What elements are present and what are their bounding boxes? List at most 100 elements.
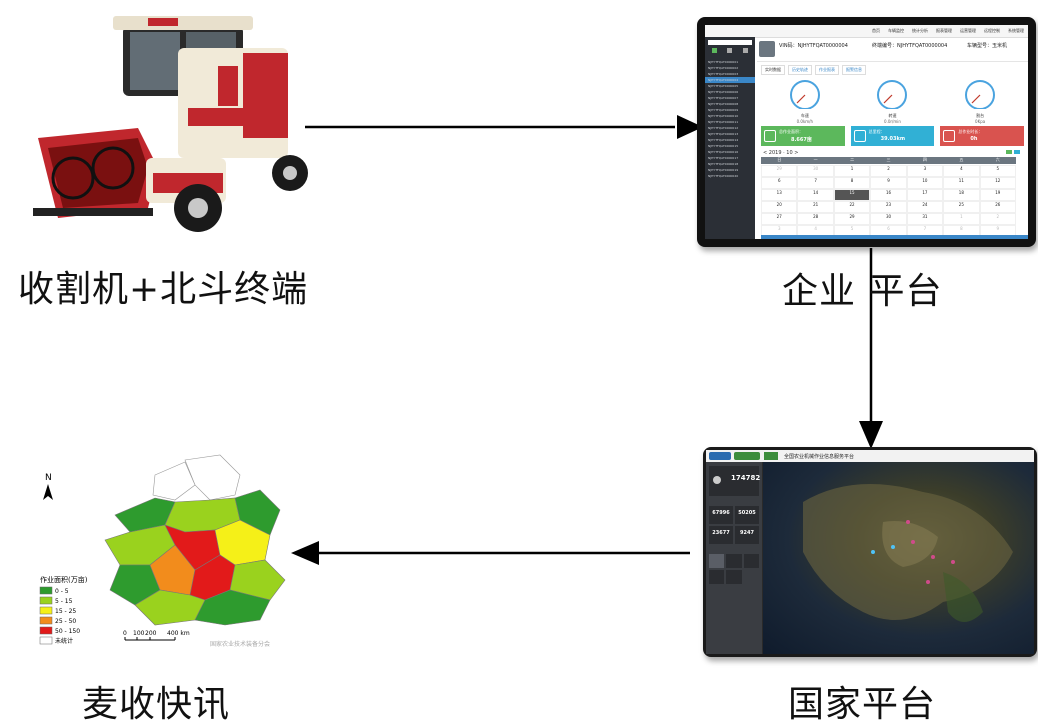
tab-2[interactable]: 作业报表: [815, 65, 839, 75]
sidebar-vehicle-item[interactable]: NJHYTFQAT0000012: [708, 126, 739, 130]
satellite-map[interactable]: [763, 462, 1034, 654]
weekday-1: 一: [813, 157, 818, 162]
calendar-day[interactable]: 28: [797, 213, 834, 225]
stat-value: 8.667亩: [791, 137, 812, 143]
calendar-day[interactable]: 9: [870, 177, 907, 189]
stat-card-0: 总作业面积：8.667亩: [761, 126, 845, 146]
enterprise-screen: 首页 车辆监控 统计分析 报表管理 运营管理 远程控制 系统管理 NJHYTFQAT0000…: [705, 25, 1028, 239]
vehicle-type-value: 玉米机: [992, 43, 1008, 49]
calendar-day[interactable]: 1: [943, 213, 980, 225]
sidebar-vehicle-item[interactable]: NJHYTFQAT0000002: [708, 66, 739, 70]
nav-item-3[interactable]: 报表管理: [936, 28, 952, 33]
calendar-day[interactable]: 31: [906, 213, 944, 225]
calendar-day[interactable]: 6: [761, 177, 798, 189]
nav-item-2[interactable]: 统计分析: [912, 28, 928, 33]
tool-button-3[interactable]: [743, 554, 759, 568]
stat-value: 0h: [970, 136, 978, 142]
sidebar-vehicle-item[interactable]: NJHYTFQAT0000003: [708, 72, 739, 76]
calendar-day[interactable]: 8: [833, 177, 871, 189]
gauge-dial-icon: [877, 80, 908, 110]
tab-3[interactable]: 报警信息: [842, 65, 866, 75]
terminal-value: NJHYTFQAT0000004: [897, 43, 948, 49]
calendar-day[interactable]: 7: [797, 177, 834, 189]
calendar-day[interactable]: 29: [761, 165, 798, 177]
sidebar-vehicle-item[interactable]: NJHYTFQAT0000010: [708, 114, 739, 118]
tool-button-4[interactable]: [709, 570, 725, 584]
calendar-day[interactable]: 24: [906, 201, 944, 213]
calendar-day[interactable]: 26: [979, 201, 1016, 213]
sidebar-vehicle-item[interactable]: NJHYTFQAT0000011: [708, 120, 739, 124]
calendar-day[interactable]: 15: [833, 189, 871, 201]
nav-item-5[interactable]: 远程控制: [984, 28, 1000, 33]
stat-card-2: 总作业时长：0h: [940, 126, 1025, 146]
nav-item-4[interactable]: 运营管理: [960, 28, 976, 33]
calendar-day[interactable]: 30: [870, 213, 907, 225]
sidebar-vehicle-item[interactable]: NJHYTFQAT0000001: [708, 60, 739, 64]
calendar-title[interactable]: < 2019 · 10 >: [763, 150, 799, 156]
sidebar-vehicle-item[interactable]: NJHYTFQAT0000006: [708, 90, 739, 94]
sidebar-vehicle-item[interactable]: NJHYTFQAT0000019: [708, 168, 739, 172]
calendar-day[interactable]: 20: [761, 201, 798, 213]
sidebar-vehicle-item[interactable]: NJHYTFQAT0000009: [708, 108, 739, 112]
calendar-day[interactable]: 16: [870, 189, 907, 201]
national-tool-grid: [709, 554, 759, 584]
calendar-day[interactable]: 2: [979, 213, 1016, 225]
calendar-day[interactable]: 27: [761, 213, 798, 225]
calendar-day[interactable]: 21: [797, 201, 834, 213]
enterprise-monitor: 首页 车辆监控 统计分析 报表管理 运营管理 远程控制 系统管理 NJHYTFQAT0000…: [697, 17, 1036, 247]
sidebar-vehicle-item[interactable]: NJHYTFQAT0000016: [708, 150, 739, 154]
tool-button-2[interactable]: [726, 554, 742, 568]
calendar-day[interactable]: 12: [979, 177, 1016, 189]
sidebar-vehicle-item[interactable]: NJHYTFQAT0000015: [708, 144, 739, 148]
sidebar-vehicle-item[interactable]: NJHYTFQAT0000017: [708, 156, 739, 160]
calendar-day[interactable]: 11: [943, 177, 980, 189]
harvester-count-icon: [713, 476, 721, 484]
sidebar-vehicle-item[interactable]: NJHYTFQAT0000020: [708, 174, 739, 178]
sidebar-search-input[interactable]: [708, 40, 752, 45]
sidebar-vehicle-item[interactable]: NJHYTFQAT0000007: [708, 96, 739, 100]
calendar-day[interactable]: 5: [979, 165, 1016, 177]
gauge-value: 0.0km/h: [796, 119, 814, 124]
vin-value: NJHYTFQAT0000004: [797, 43, 848, 49]
sidebar-vehicle-item[interactable]: NJHYTFQAT0000014: [708, 138, 739, 142]
calendar-day[interactable]: 2: [870, 165, 907, 177]
sidebar-vehicle-item[interactable]: NJHYTFQAT0000013: [708, 132, 739, 136]
calendar-day[interactable]: 3: [906, 165, 944, 177]
sidebar-vehicle-item[interactable]: NJHYTFQAT0000005: [708, 84, 739, 88]
nav-item-1[interactable]: 车辆监控: [888, 28, 904, 33]
nav-item-6[interactable]: 系统管理: [1008, 28, 1024, 33]
tool-button-1[interactable]: [709, 554, 725, 568]
wheat-caption: 麦收快讯: [82, 684, 231, 725]
calendar-day[interactable]: 4: [943, 165, 980, 177]
tool-button-5[interactable]: [726, 570, 742, 584]
legend-label: 25 - 50: [55, 618, 76, 625]
weekday-4: 四: [922, 157, 927, 162]
nav-item-0[interactable]: 首页: [872, 28, 880, 33]
calendar-day[interactable]: 17: [906, 189, 944, 201]
calendar-day[interactable]: 19: [979, 189, 1016, 201]
calendar-day[interactable]: 14: [797, 189, 834, 201]
legend-swatch: [39, 616, 53, 625]
tab-1[interactable]: 历史轨迹: [788, 65, 812, 75]
tab-0[interactable]: 实时数据: [761, 65, 785, 75]
sidebar-vehicle-item[interactable]: NJHYTFQAT0000008: [708, 102, 739, 106]
calendar-day[interactable]: 13: [761, 189, 798, 201]
enterprise-top-nav: 首页 车辆监控 统计分析 报表管理 运营管理 远程控制 系统管理: [705, 25, 1028, 38]
calendar-day[interactable]: 25: [943, 201, 980, 213]
calendar-day[interactable]: 22: [833, 201, 871, 213]
calendar-day[interactable]: 10: [906, 177, 944, 189]
sidebar-vehicle-item[interactable]: NJHYTFQAT0000018: [708, 162, 739, 166]
national-home-button[interactable]: [764, 452, 778, 460]
sidebar-vehicle-item[interactable]: NJHYTFQAT0000004: [705, 77, 755, 83]
calendar-day[interactable]: 30: [797, 165, 834, 177]
national-title: 全国农业机械作业信息服务平台: [784, 454, 855, 460]
calendar-day[interactable]: 23: [870, 201, 907, 213]
calendar-day[interactable]: 29: [833, 213, 871, 225]
calendar-day[interactable]: 1: [833, 165, 871, 177]
calendar-day[interactable]: 18: [943, 189, 980, 201]
